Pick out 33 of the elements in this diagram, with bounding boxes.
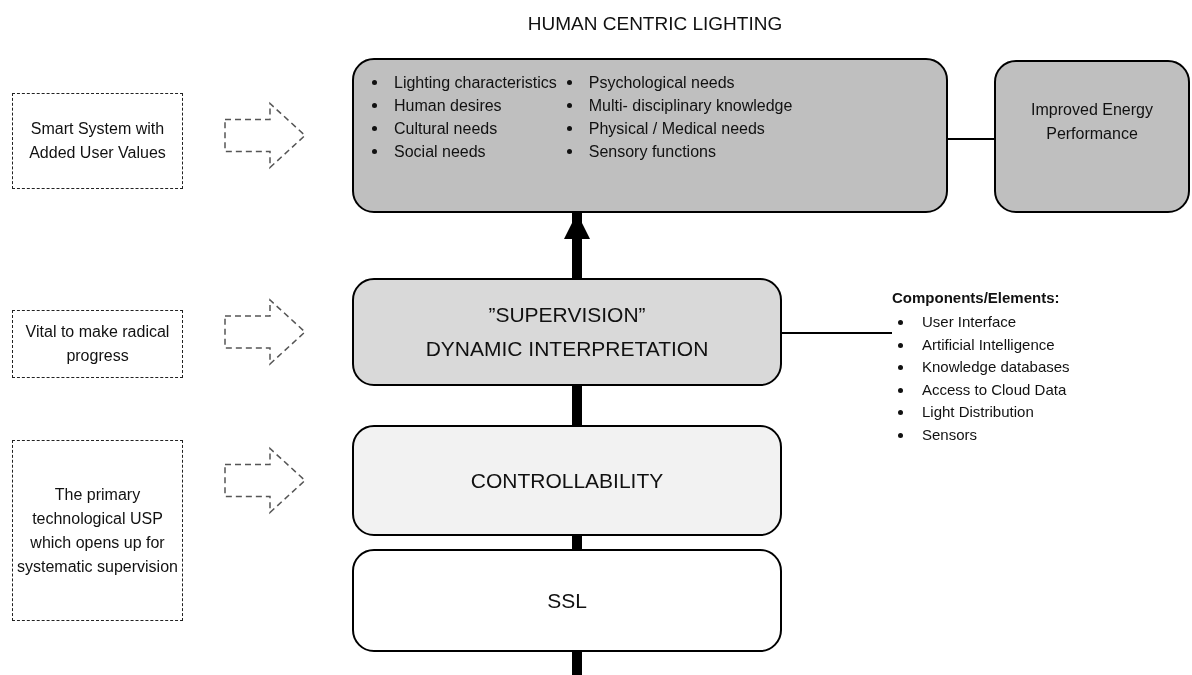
bullet-item: Cultural needs — [394, 120, 498, 137]
list-heading: Components/Elements: — [892, 288, 1060, 308]
bullet-item: Human desires — [394, 97, 502, 114]
block-arrow — [224, 298, 307, 366]
bullet-item: Psychological needs — [588, 74, 735, 91]
note-box: The primary technological USP which opens up for systematic supervision — [12, 440, 183, 621]
block-arrow — [224, 101, 307, 170]
bullet-item: Lighting characteristics — [394, 74, 557, 91]
block-arrow — [224, 446, 307, 515]
bullet-item: Light Distribution — [922, 403, 1034, 420]
process-box: ”SUPERVISION” DYNAMIC INTERPRETATION — [352, 278, 782, 386]
bullet-item: Artificial Intelligence — [922, 335, 1055, 353]
process-box: SSL — [352, 549, 782, 652]
process-box: CONTROLLABILITY — [352, 425, 782, 536]
list-box — [352, 58, 948, 213]
connector-line — [947, 138, 995, 140]
connector-line — [572, 536, 582, 549]
bullet-item: Social needs — [394, 143, 486, 160]
bullet-item: Physical / Medical needs — [588, 120, 765, 137]
bullet-item: Knowledge databases — [922, 358, 1070, 375]
note-box: Vital to make radical progress — [12, 310, 183, 378]
connector-line — [572, 652, 582, 675]
bullet-item: Sensory functions — [588, 143, 716, 160]
connector-line — [781, 332, 893, 334]
bullet-item: User Interface — [922, 313, 1017, 330]
note-box: Smart System with Added User Values — [12, 93, 183, 189]
process-box: Improved Energy Performance — [994, 60, 1190, 213]
bullet-item: Access to Cloud Data — [922, 380, 1067, 398]
bullet-item: Sensors — [922, 425, 978, 443]
bullet-item: Multi- disciplinary knowledge — [588, 97, 793, 114]
arrow — [564, 213, 590, 278]
diagram-title: HUMAN CENTRIC LIGHTING — [526, 13, 784, 35]
connector-line — [572, 386, 582, 425]
